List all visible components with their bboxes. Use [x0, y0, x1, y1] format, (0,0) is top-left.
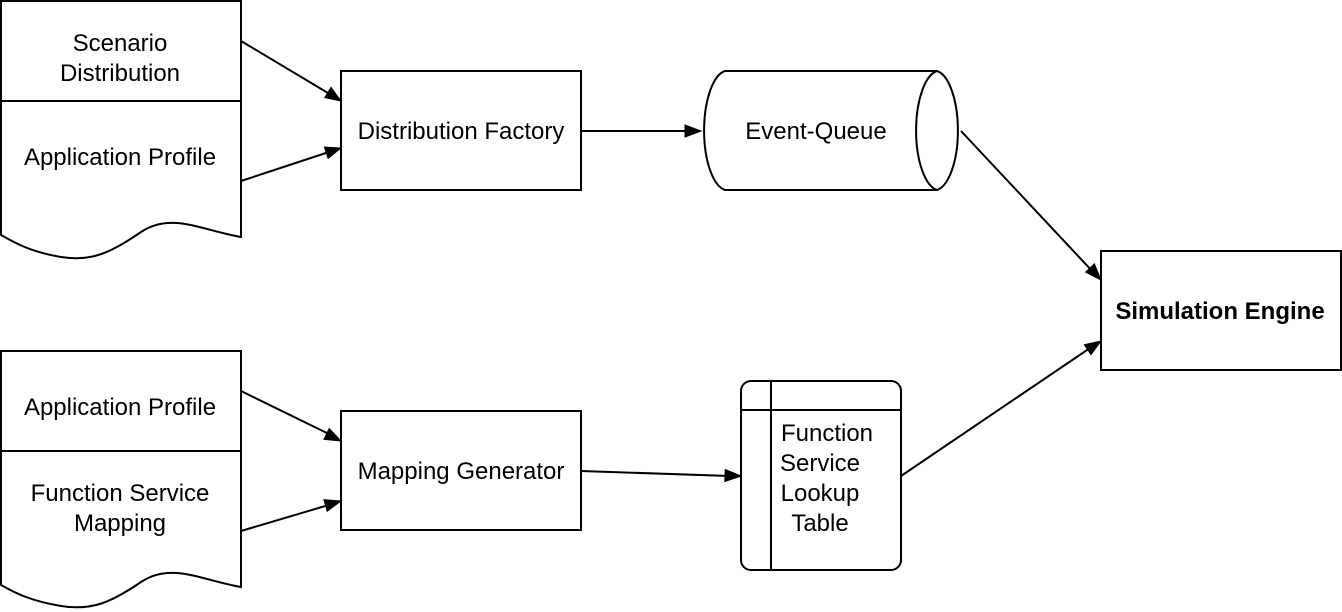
- event-queue-label: Event-Queue: [745, 118, 886, 145]
- lookup-table-label-lookup: Lookup: [781, 480, 860, 507]
- arrow-head: [324, 86, 343, 102]
- arrow-head: [323, 499, 343, 513]
- edge-line: [580, 470, 731, 477]
- doc-bottom-label-application-profile: Application Profile: [24, 394, 216, 421]
- node-mapping-generator: Mapping Generator: [340, 410, 582, 531]
- distribution-factory-label: Distribution Factory: [358, 118, 565, 145]
- lookup-table-label-service: Service: [780, 450, 860, 477]
- arrow-head: [323, 427, 343, 442]
- doc-application-function-mapping: Application Profile Function Service Map…: [0, 350, 242, 609]
- simulation-engine-box: [1100, 250, 1342, 371]
- doc-bottom-shape: [0, 350, 242, 609]
- node-distribution-factory: Distribution Factory: [340, 70, 582, 191]
- mapping-generator-box: [340, 410, 582, 531]
- node-simulation-engine: Simulation Engine: [1100, 250, 1342, 371]
- arrow-head: [1084, 263, 1102, 282]
- simulation-engine-label: Simulation Engine: [1115, 298, 1324, 325]
- doc-scenario-application: Scenario Distribution Application Profil…: [0, 0, 242, 260]
- edge-line: [240, 390, 334, 437]
- lookup-table-label-function: Function: [781, 420, 873, 447]
- edge-function-mapping-to-mapping-generator: [240, 499, 343, 532]
- edge-app-profile-to-distribution-factory: [240, 146, 343, 182]
- edge-lookup-table-to-simulation-engine: [900, 340, 1103, 477]
- edge-line: [240, 40, 334, 97]
- edge-line: [240, 150, 333, 182]
- doc-top-shape: [0, 0, 242, 260]
- doc-bottom-label-mapping: Mapping: [74, 510, 166, 537]
- edge-app-profile-to-mapping-generator: [240, 390, 343, 442]
- edge-line: [240, 503, 333, 532]
- edge-distribution-factory-to-event-queue: [581, 124, 703, 138]
- arrow-head: [1083, 340, 1103, 356]
- distribution-factory-box: [340, 70, 582, 191]
- edge-line: [900, 345, 1094, 477]
- edge-line: [960, 130, 1095, 274]
- node-lookup-table: Function Service Lookup Table: [740, 380, 902, 571]
- edge-event-queue-to-simulation-engine: [960, 130, 1102, 282]
- event-queue-cylinder-rim: [915, 70, 938, 191]
- edge-scenario-to-distribution-factory: [240, 40, 343, 102]
- lookup-table-label-table: Table: [791, 510, 848, 537]
- edge-mapping-generator-to-lookup-table: [580, 468, 743, 483]
- doc-top-label-distribution: Distribution: [60, 60, 180, 87]
- doc-bottom-label-function-service: Function Service: [31, 480, 210, 507]
- arrow-head: [684, 124, 703, 138]
- node-event-queue: Event-Queue: [703, 70, 959, 191]
- arrow-head: [724, 468, 743, 483]
- doc-top-label-scenario: Scenario: [73, 30, 168, 57]
- arrow-head: [323, 146, 343, 160]
- mapping-generator-label: Mapping Generator: [358, 458, 565, 485]
- doc-top-label-application-profile: Application Profile: [24, 144, 216, 171]
